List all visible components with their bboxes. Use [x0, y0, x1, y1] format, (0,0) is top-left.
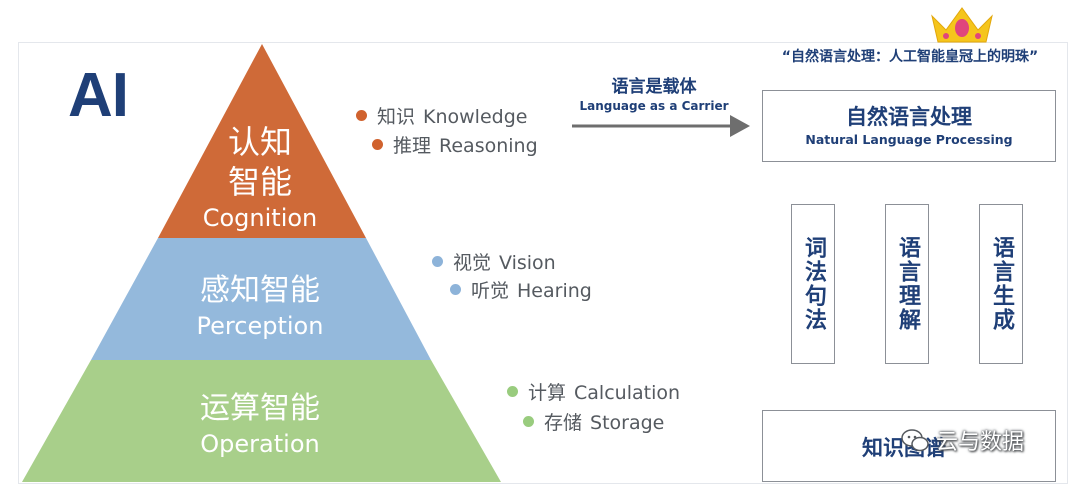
- language-understanding-box: 语言理解: [885, 204, 929, 364]
- bullet-knowledge: 知识 Knowledge: [356, 102, 527, 129]
- bullet-dot: [372, 139, 383, 150]
- perception-en: Perception: [196, 312, 324, 340]
- pyramid-layer-operation: [22, 360, 501, 482]
- bullet-dot: [356, 110, 367, 121]
- nlp-zh: 自然语言处理: [846, 105, 972, 129]
- bullet-dot: [450, 284, 461, 295]
- bullet-zh: 知识: [377, 106, 416, 128]
- lexical-syntax-box: 词法句法: [791, 204, 835, 364]
- bullet-zh: 推理: [393, 135, 432, 157]
- bullet-zh: 视觉: [453, 252, 492, 274]
- bullet-dot: [507, 386, 518, 397]
- wechat-icon: [901, 429, 929, 452]
- perception-label: 感知智能 Perception: [160, 272, 360, 342]
- nlp-quote: “自然语言处理：人工智能皇冠上的明珠”: [781, 49, 1039, 65]
- pyramid-layer-cognition: [158, 44, 366, 238]
- bullet-hearing: 听觉 Hearing: [450, 276, 592, 303]
- watermark-text: 云与数据: [936, 430, 1025, 455]
- operation-label: 运算智能 Operation: [160, 390, 360, 460]
- bullet-en: Reasoning: [439, 135, 538, 157]
- bullet-calculation: 计算 Calculation: [507, 378, 680, 405]
- arrow-label: 语言是载体 Language as a Carrier: [572, 76, 736, 114]
- arrow-icon: [572, 115, 750, 137]
- ai-logo: AI: [68, 61, 129, 130]
- bullet-en: Vision: [499, 252, 556, 274]
- watermark: 云与数据: [900, 424, 1024, 456]
- bullet-en: Calculation: [574, 382, 681, 404]
- bullet-dot: [523, 416, 534, 427]
- arrow-label-zh: 语言是载体: [611, 77, 697, 97]
- bullet-dot: [432, 256, 443, 267]
- pyramid-layer-perception: [91, 238, 431, 360]
- bullet-reasoning: 推理 Reasoning: [372, 131, 538, 158]
- operation-en: Operation: [200, 430, 320, 458]
- bullet-en: Storage: [590, 412, 665, 434]
- bullet-en: Hearing: [517, 280, 592, 302]
- bullet-zh: 听觉: [471, 280, 510, 302]
- bullet-en: Knowledge: [423, 106, 528, 128]
- perception-zh: 感知智能: [200, 273, 320, 308]
- cognition-zh-line2: 智能: [227, 163, 292, 201]
- bullet-zh: 存储: [544, 412, 583, 434]
- arrow-label-en: Language as a Carrier: [579, 99, 729, 113]
- crown-icon: [931, 7, 993, 43]
- cognition-zh-line1: 认知: [227, 123, 292, 161]
- language-generation-box: 语言生成: [979, 204, 1023, 364]
- nlp-en: Natural Language Processing: [805, 132, 1013, 147]
- bullet-storage: 存储 Storage: [523, 408, 664, 435]
- bullet-zh: 计算: [528, 382, 567, 404]
- operation-zh: 运算智能: [200, 391, 320, 426]
- nlp-box: 自然语言处理 Natural Language Processing: [762, 90, 1056, 162]
- pyramid: [22, 44, 501, 482]
- cognition-en: Cognition: [202, 204, 318, 232]
- cognition-label: 认知 智能 Cognition: [190, 122, 330, 234]
- bullet-vision: 视觉 Vision: [432, 248, 556, 275]
